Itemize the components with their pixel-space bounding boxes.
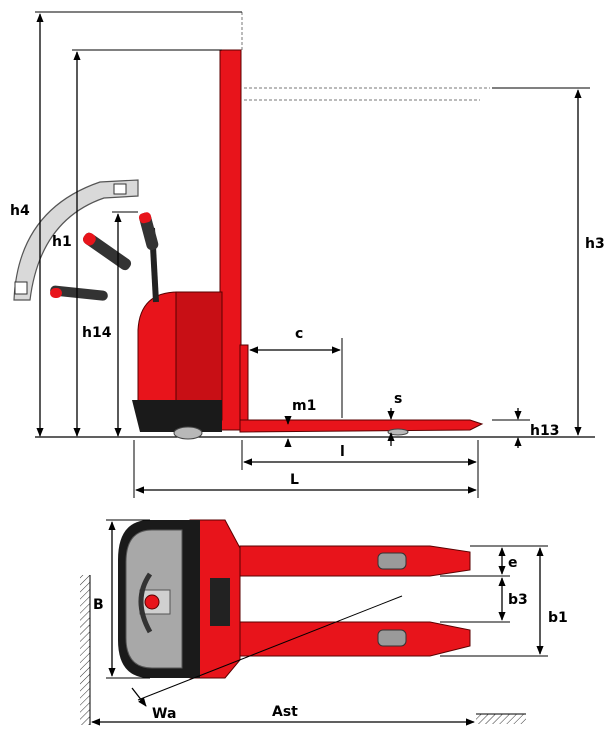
label-s: s (394, 391, 402, 407)
drive-wheel (173, 426, 203, 440)
fork-upper (239, 545, 471, 577)
turning-radius-line (137, 595, 403, 701)
tiller-grip-top (138, 572, 153, 634)
wall-right (476, 714, 526, 724)
tiller-handle-low (50, 285, 108, 301)
tiller-head-top (144, 594, 160, 610)
label-h3: h3 (585, 236, 605, 252)
label-h4: h4 (10, 203, 30, 219)
load-roller-upper (377, 552, 407, 570)
tiller-handle-mid (83, 232, 132, 271)
label-h1: h1 (52, 234, 72, 250)
lifted-carriage-outline (244, 87, 490, 101)
arc-marker-bottom (14, 281, 28, 295)
label-b1: b1 (548, 610, 568, 626)
fork-lower (239, 621, 471, 657)
tiller-sweep-arc (13, 179, 139, 301)
label-Wa: Wa (152, 706, 176, 722)
chassis-base (132, 400, 222, 432)
arc-marker-top (113, 183, 127, 195)
label-L: L (290, 472, 299, 488)
label-l: l (340, 444, 345, 460)
label-Ast: Ast (272, 704, 298, 720)
mast-top (210, 578, 230, 626)
tiller-handle-upright (138, 212, 159, 251)
fork (239, 419, 484, 433)
fork-carriage (239, 344, 249, 429)
label-m1: m1 (292, 398, 316, 414)
label-B: B (93, 597, 104, 613)
battery-cover (175, 291, 223, 421)
mast (219, 49, 242, 431)
label-e: e (508, 555, 518, 571)
side-view: h4 h1 h14 h3 c m1 s h13 l (10, 11, 605, 498)
label-b3: b3 (508, 592, 528, 608)
label-c: c (295, 326, 303, 342)
top-view: B e b3 b1 Wa Ast (80, 519, 568, 726)
label-h13: h13 (530, 423, 559, 439)
label-h14: h14 (82, 325, 112, 341)
load-roller-lower (377, 629, 407, 647)
wall-left (80, 575, 90, 725)
